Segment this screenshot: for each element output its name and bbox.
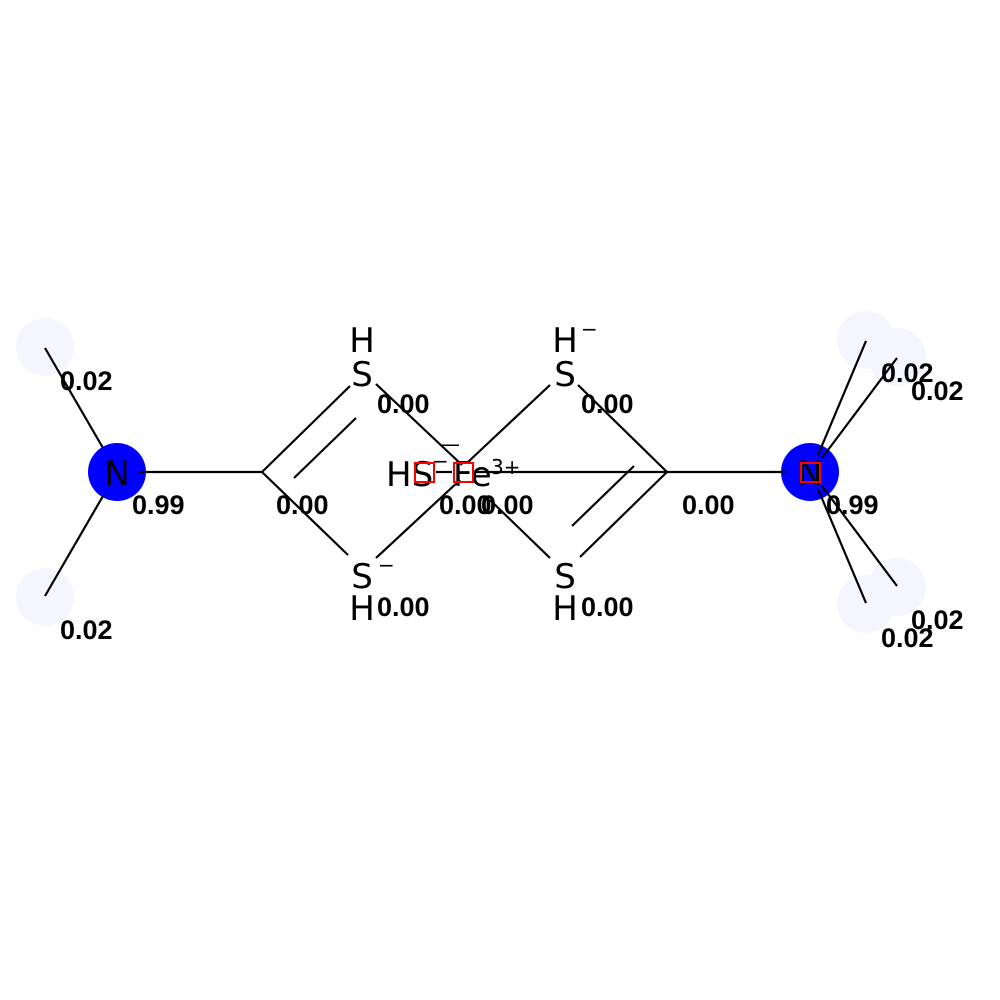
atom-s-top-left: S	[351, 355, 373, 395]
score-c-right: 0.00	[682, 490, 735, 520]
score-s-bottom-left: 0.00	[377, 592, 430, 622]
bond-s-bottom-right-fe	[489, 499, 551, 559]
score-n-right: 0.99	[826, 490, 879, 520]
bond-s-top-left-fe	[375, 383, 463, 466]
marker-box-hs	[414, 462, 435, 483]
bond-c-left-s-top-double-inner	[293, 417, 357, 479]
atom-s-bottom-right: S	[554, 557, 576, 597]
atom-s-top-right: S	[554, 355, 576, 395]
bond-s-top-right-c-right	[577, 384, 668, 473]
score-methyl-bottom-left: 0.02	[60, 615, 113, 645]
methyl-highlight-right-4	[868, 558, 926, 616]
charge-fe-center: 3+	[491, 455, 520, 479]
nitrogen-highlight-right	[781, 443, 839, 501]
bond-c-right-s-bottom-double-inner	[571, 465, 635, 527]
hs-overbar: —	[440, 432, 460, 456]
atom-h-bottom-right: H	[552, 589, 578, 629]
bond-n-right-methyl-2	[821, 357, 898, 459]
score-n-left: 0.99	[132, 490, 185, 520]
score-methyl-top-left: 0.02	[60, 366, 113, 396]
bond-c-left-s-top-double-outer	[261, 385, 351, 473]
atom-h-top-right: H	[552, 321, 578, 361]
score-methyl-right-4: 0.02	[881, 623, 934, 653]
bond-s-bottom-left-fe	[375, 479, 461, 559]
score-center-2: 0.00	[481, 490, 534, 520]
atom-hs-center: HS	[386, 455, 433, 495]
score-s-top-right: 0.00	[581, 389, 634, 419]
bond-c-left-s-bottom	[261, 471, 349, 556]
methyl-highlight-top-left	[16, 318, 74, 376]
score-s-top-left: 0.00	[377, 389, 430, 419]
atom-h-bottom-left: H	[349, 589, 375, 629]
nitrogen-highlight-left	[88, 443, 146, 501]
charge-hs-center: −	[432, 449, 449, 473]
score-methyl-right-2: 0.02	[911, 376, 964, 406]
bond-n-right-methyl-1	[816, 340, 868, 456]
methyl-highlight-bottom-left	[16, 568, 74, 626]
charge-h-top-right: −	[581, 317, 598, 341]
bond-n-left-methyl-bottom	[44, 495, 104, 597]
score-methyl-right-3: 0.02	[911, 605, 964, 635]
score-center-1: 0.00	[439, 490, 492, 520]
bond-n-right-methyl-4	[821, 485, 898, 587]
score-s-bottom-right: 0.00	[581, 592, 634, 622]
marker-box-fe	[453, 462, 474, 483]
score-methyl-right-1: 0.02	[881, 358, 934, 388]
bond-n-left-methyl-top	[44, 347, 104, 449]
marker-box-n-right	[800, 462, 821, 483]
bond-c-right-s-bottom-double-outer	[579, 471, 668, 558]
atom-s-bottom-left: S	[351, 557, 373, 597]
bond-n-right-methyl-3	[816, 488, 868, 604]
score-c-left: 0.00	[276, 490, 329, 520]
atom-h-top-left: H	[349, 321, 375, 361]
atom-n-left: N	[104, 454, 129, 494]
bond-s-top-right-fe	[467, 384, 551, 463]
methyl-highlight-right-2	[868, 328, 926, 386]
charge-s-bottom-left: −	[378, 553, 395, 577]
